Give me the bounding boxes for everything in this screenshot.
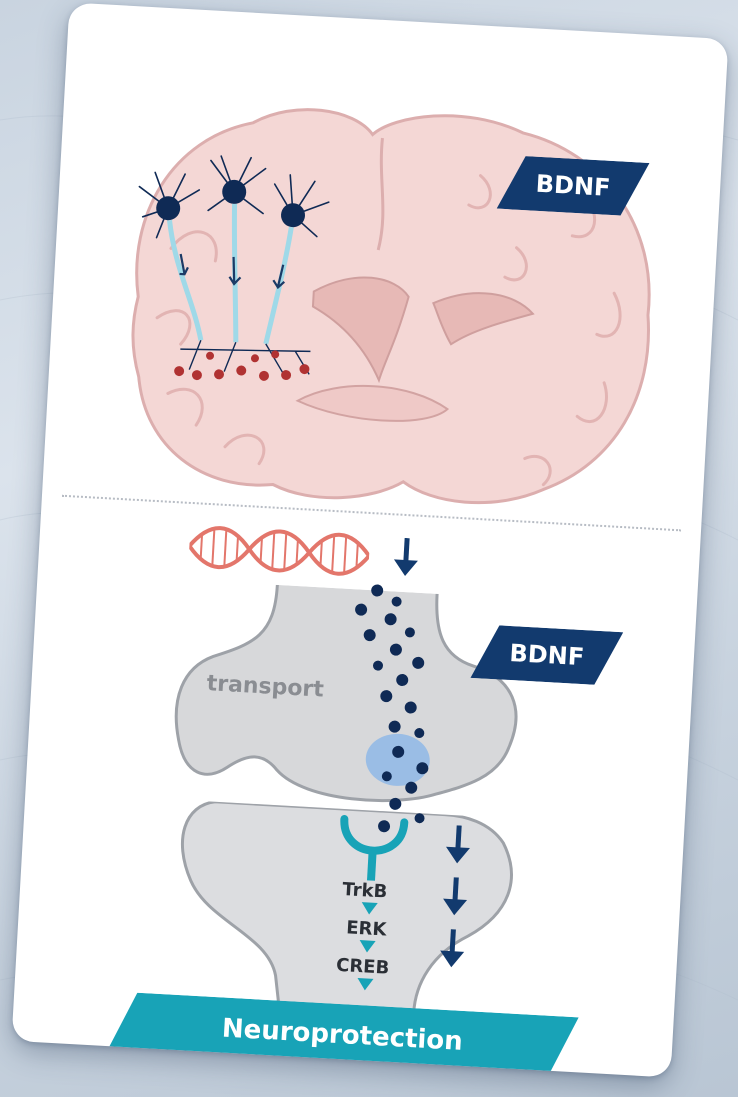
- bdnf-particle: [412, 657, 425, 670]
- bdnf-particle: [414, 813, 425, 824]
- bdnf-particle: [384, 613, 397, 626]
- bdnf-tag-mid-label: BDNF: [509, 639, 585, 671]
- bdnf-particle: [373, 660, 384, 671]
- dna-icon: [188, 520, 371, 582]
- bdnf-particle: [390, 643, 403, 656]
- down-arrow-icon: [390, 537, 422, 579]
- bdnf-particle: [363, 629, 376, 642]
- bdnf-particle: [416, 762, 429, 775]
- down-arrow-icon: [442, 825, 474, 867]
- diagram-card: BDNF: [11, 2, 728, 1077]
- bdnf-particles: [323, 578, 537, 849]
- bdnf-particle: [414, 728, 425, 739]
- erk-label: ERK: [346, 917, 387, 940]
- bdnf-particle: [371, 584, 384, 597]
- creb-label: CREB: [336, 955, 390, 979]
- brain-icon: [41, 42, 726, 548]
- bdnf-particle: [355, 603, 368, 616]
- bdnf-particle: [405, 781, 418, 794]
- bdnf-particle: [391, 596, 402, 607]
- bdnf-tag-mid: BDNF: [470, 624, 623, 686]
- bdnf-tag-top: BDNF: [497, 155, 650, 217]
- trkb-label: TrkB: [342, 879, 388, 902]
- down-arrow-icon: [436, 928, 468, 970]
- bdnf-particle: [380, 690, 393, 703]
- bdnf-particle: [392, 746, 405, 759]
- bdnf-particle: [404, 701, 417, 714]
- bdnf-particle: [396, 674, 409, 687]
- down-arrow-icon: [439, 877, 471, 919]
- card-surface: BDNF: [11, 2, 728, 1077]
- bdnf-particle: [389, 797, 402, 810]
- bdnf-particle: [405, 627, 416, 638]
- bdnf-tag-top-label: BDNF: [535, 170, 611, 202]
- bdnf-particle: [388, 720, 401, 733]
- bdnf-particle: [378, 820, 391, 833]
- bdnf-particle: [382, 771, 393, 782]
